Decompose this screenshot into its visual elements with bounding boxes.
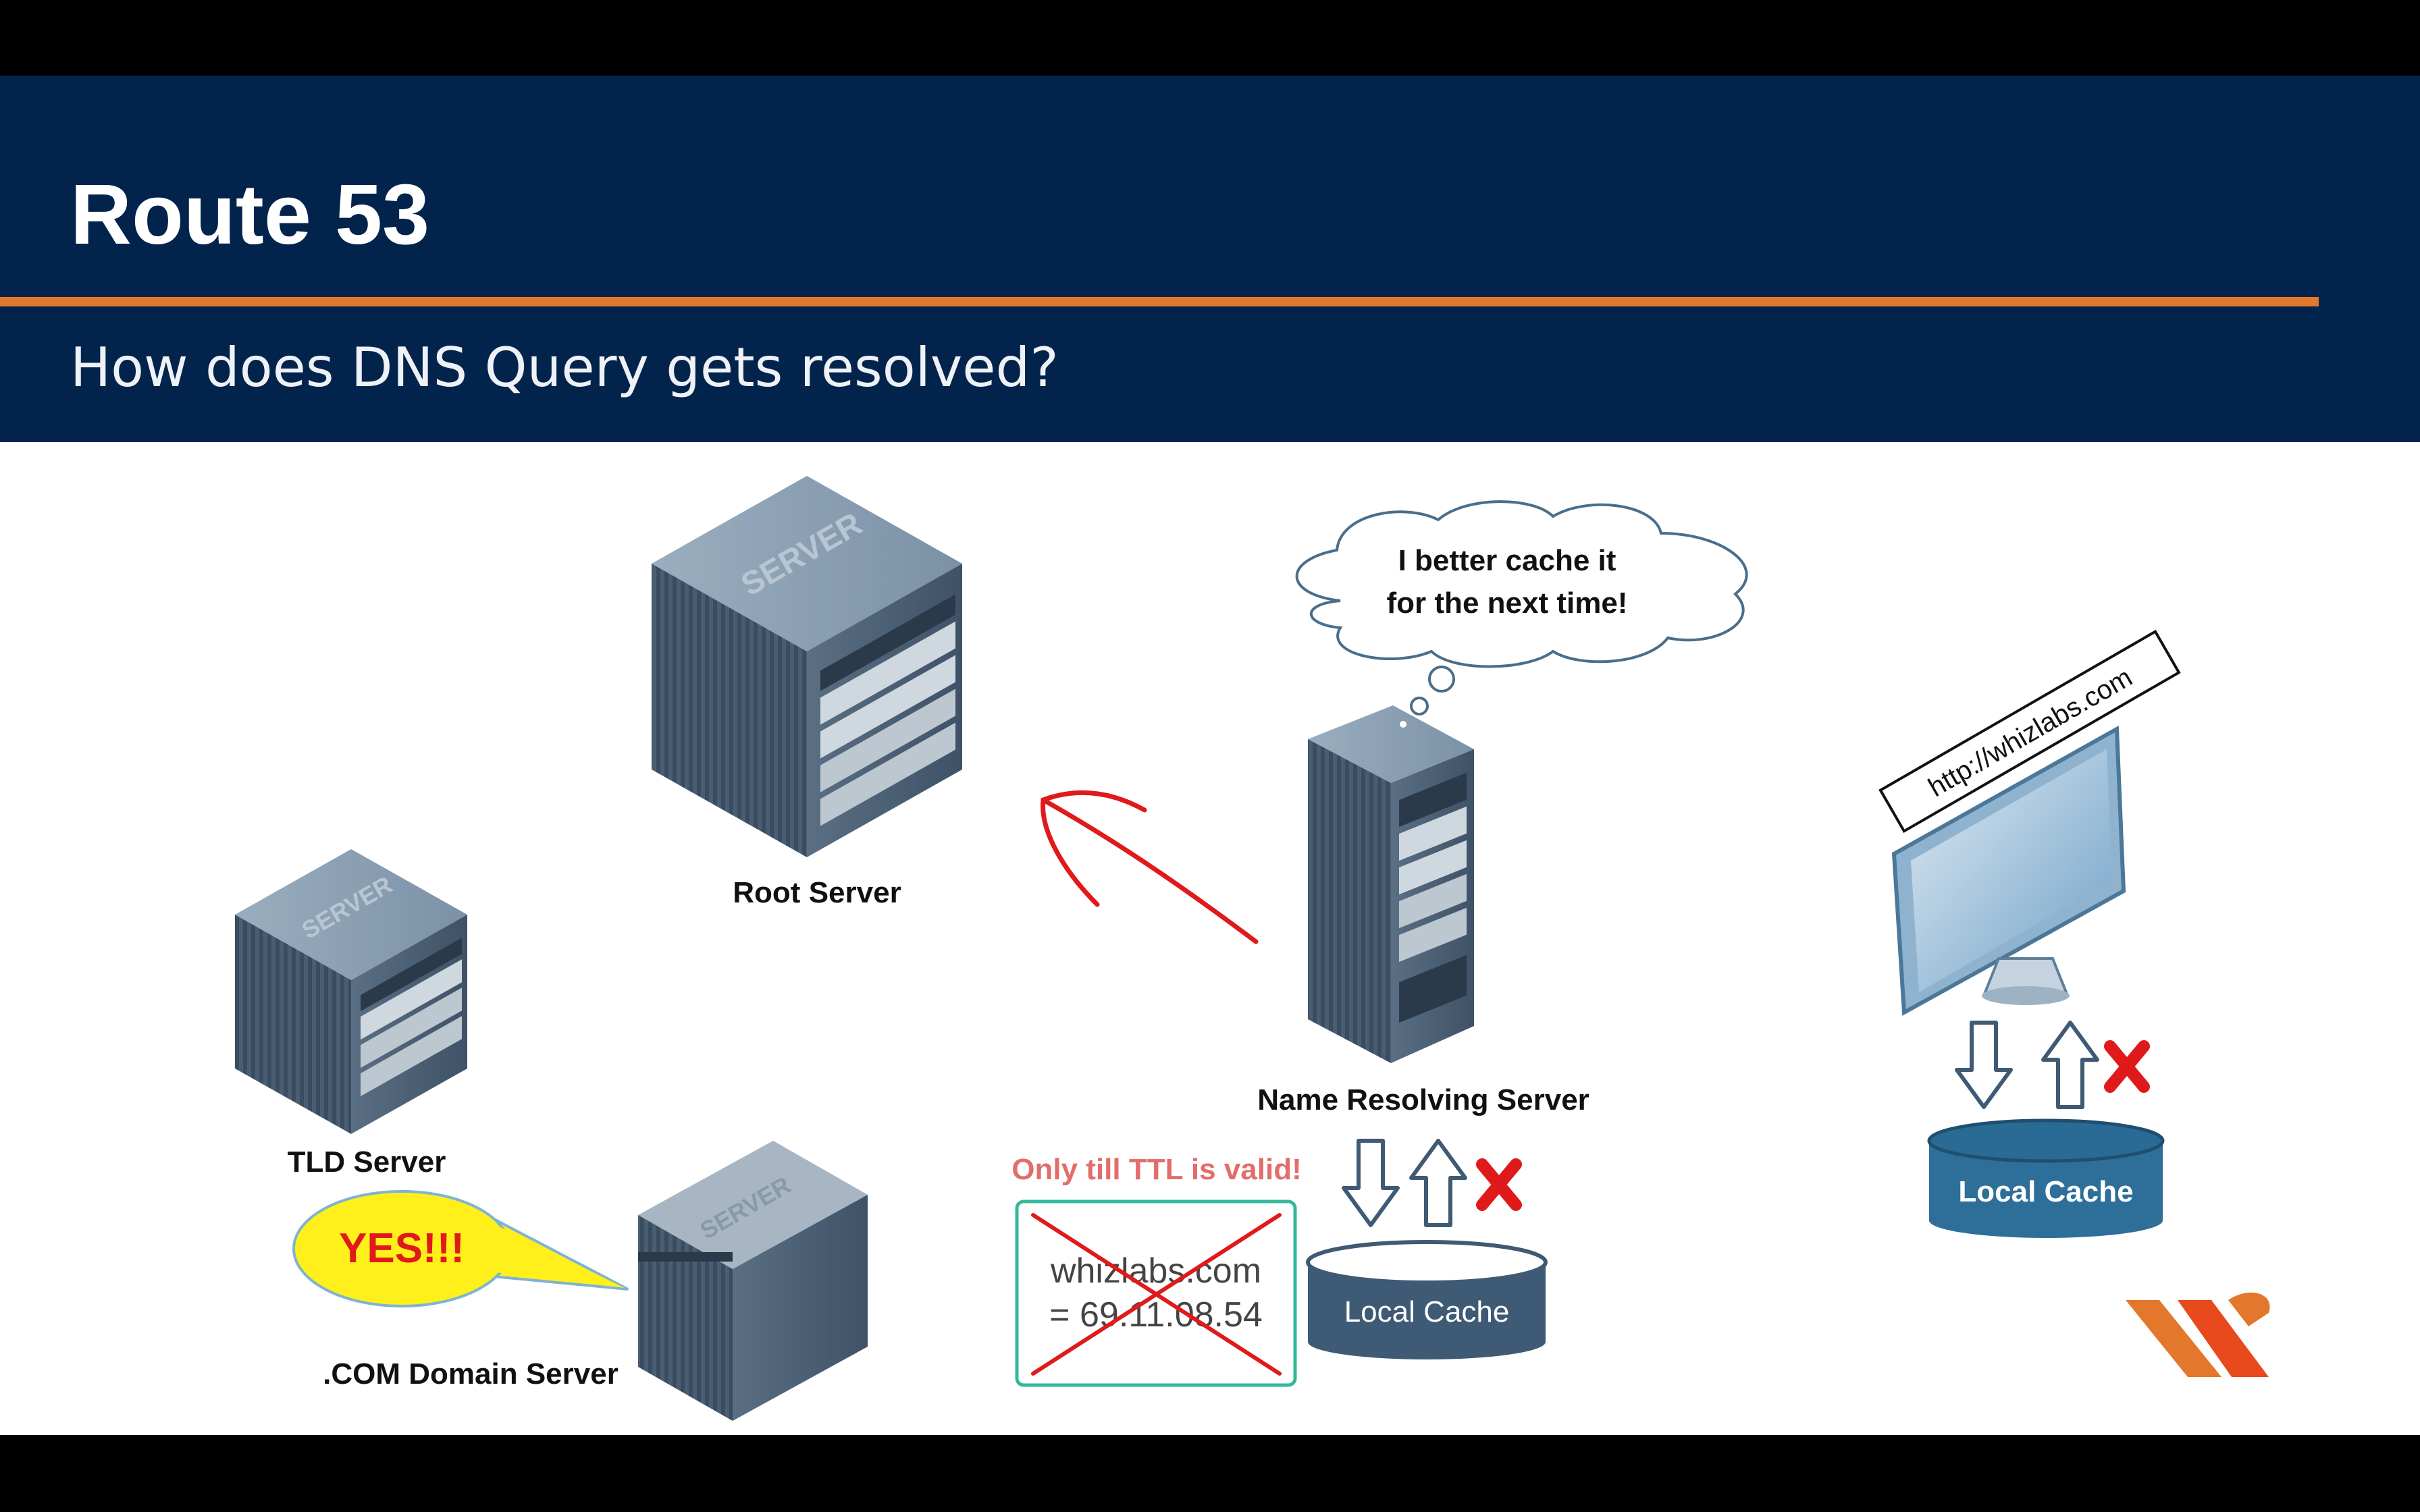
letterbox-top (0, 0, 2420, 76)
speech-text: YES!!! (339, 1225, 465, 1272)
client-computer-icon (1891, 725, 2126, 1016)
letterbox-bottom (0, 1435, 2420, 1512)
red-x-icon (1476, 1158, 1522, 1211)
accent-rule (0, 297, 2319, 306)
record-ip: = 69.11.08.54 (1049, 1295, 1263, 1334)
tld-server-icon: SERVER (235, 849, 467, 1134)
slide-subtitle: How does DNS Query gets resolved? (70, 336, 1059, 399)
client-cache-arrows (1955, 1021, 2099, 1109)
name-resolving-server-icon (1308, 705, 1474, 1063)
root-server-icon: SERVER (652, 476, 962, 857)
thought-line-2: for the next time! (1387, 587, 1628, 620)
client-cache-label: Local Cache (1958, 1175, 2133, 1208)
name-resolving-server-label: Name Resolving Server (1257, 1083, 1589, 1116)
thought-line-1: I better cache it (1398, 544, 1616, 577)
whizlabs-logo (2126, 1292, 2270, 1377)
resolver-cache-arrows (1342, 1139, 1467, 1227)
com-domain-server-label: .COM Domain Server (323, 1357, 619, 1390)
com-domain-server-icon: SERVER (638, 1141, 868, 1421)
cached-record-card: whizlabs.com = 69.11.08.54 (1015, 1199, 1297, 1387)
hand-drawn-red-arrow (1041, 790, 1259, 944)
tld-server-label: TLD Server (288, 1145, 446, 1179)
root-server-label: Root Server (733, 876, 901, 909)
yes-speech-bubble: YES!!! (292, 1190, 629, 1307)
red-x-icon (2104, 1040, 2150, 1093)
ttl-note: Only till TTL is valid! (1011, 1153, 1301, 1186)
client-local-cache: Local Cache (1927, 1118, 2165, 1238)
slide-header (0, 76, 2420, 442)
slide-title: Route 53 (70, 167, 430, 262)
thought-cloud: I better cache it for the next time! (1295, 500, 1748, 716)
record-domain: whizlabs.com (1050, 1251, 1261, 1291)
resolver-local-cache: Local Cache (1306, 1240, 1548, 1359)
record-crossed-out-icon (1031, 1213, 1282, 1376)
resolver-cache-label: Local Cache (1344, 1295, 1510, 1328)
